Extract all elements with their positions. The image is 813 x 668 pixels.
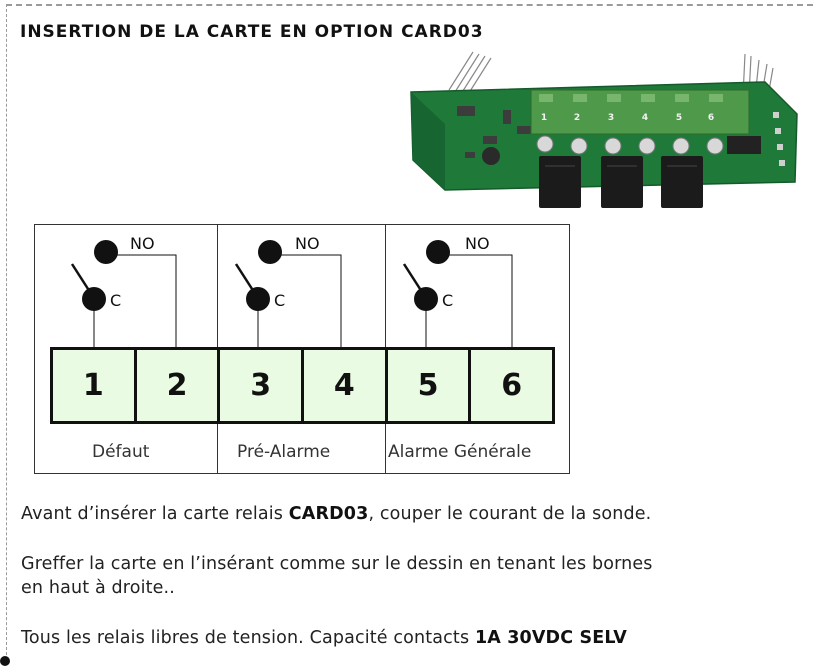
board-terminal-number: 2 — [574, 113, 580, 123]
relays — [539, 156, 703, 208]
paragraph-capacity: Tous les relais libres de tension. Capac… — [21, 626, 627, 650]
pcb-ic — [727, 136, 761, 154]
terminal-4: 4 — [304, 350, 388, 421]
contact-c-dot — [82, 287, 106, 311]
contact-c-label: C — [442, 291, 454, 310]
card03-board-image: 1 2 3 4 5 6 — [410, 51, 798, 208]
contact-no-dot — [426, 240, 450, 264]
contact-no-label: NO — [465, 234, 490, 253]
para-text: , couper le courant de la sonde. — [368, 504, 652, 524]
board-terminal-number: 1 — [541, 113, 547, 123]
terminal-3: 3 — [220, 350, 305, 421]
para-text: Tous les relais libres de tension. Capac… — [21, 628, 475, 648]
paragraph-power-off: Avant d’insérer la carte relais CARD03, … — [21, 502, 651, 526]
frame-left-border — [6, 4, 7, 660]
board-terminal-number: 6 — [708, 113, 714, 123]
terminal-2: 2 — [137, 350, 221, 421]
contact-c-label: C — [274, 291, 286, 310]
para-line: en haut à droite.. — [21, 578, 175, 598]
pcb-components — [457, 106, 537, 165]
group-label-pre-alarme: Pré-Alarme — [237, 442, 331, 462]
contact-c-dot — [246, 287, 270, 311]
page-title: INSERTION DE LA CARTE EN OPTION CARD03 — [20, 22, 484, 42]
para-bold-rating: 1A 30VDC SELV — [474, 628, 627, 648]
group-label-alarme-generale: Alarme Générale — [388, 442, 532, 462]
terminal-strip: 1 2 3 4 5 6 — [50, 347, 555, 424]
para-text: Avant d’insérer la carte relais — [21, 504, 289, 524]
terminal-1: 1 — [53, 350, 137, 421]
contact-no-label: NO — [130, 234, 155, 253]
terminal-6: 6 — [501, 368, 523, 403]
board-terminal-number: 5 — [676, 113, 682, 123]
contact-c-label: C — [110, 291, 122, 310]
group-label-defaut: Défaut — [92, 442, 150, 462]
board-terminal-number: 4 — [642, 113, 648, 123]
frame-corner-dot — [0, 656, 10, 666]
terminal-block: 1 2 3 4 5 6 — [530, 89, 750, 155]
paragraph-insertion: Greffer la carte en l’insérant comme sur… — [21, 552, 653, 600]
frame-top-border — [6, 4, 813, 6]
contact-no-dot — [94, 240, 118, 264]
para-line: Greffer la carte en l’insérant comme sur… — [21, 554, 653, 574]
terminal-5: 5 — [388, 350, 472, 421]
contact-c-dot — [414, 287, 438, 311]
board-terminal-number: 3 — [608, 113, 614, 123]
contact-no-dot — [258, 240, 282, 264]
contact-no-label: NO — [295, 234, 320, 253]
para-bold-card: CARD03 — [288, 504, 369, 524]
